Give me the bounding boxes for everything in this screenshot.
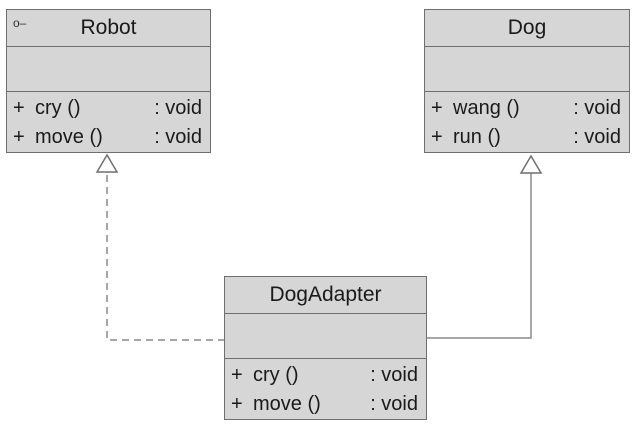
class-robot-header: o‒ Robot bbox=[7, 10, 210, 47]
operation-row: + move () : void bbox=[231, 390, 426, 419]
operation-signature: move () bbox=[253, 393, 321, 415]
operation-row: + cry () : void bbox=[231, 361, 426, 390]
class-dog-adapter[interactable]: DogAdapter + cry () : void + move () : v… bbox=[224, 276, 427, 420]
class-dog-operations: + wang () : void + run () : void bbox=[425, 92, 629, 152]
class-robot[interactable]: o‒ Robot + cry () : void + move () : voi… bbox=[6, 9, 211, 153]
operation-signature: move () bbox=[35, 126, 103, 148]
operation-signature: cry () bbox=[253, 364, 299, 386]
operation-return-type: : void bbox=[370, 364, 418, 386]
class-dog-adapter-operations: + cry () : void + move () : void bbox=[225, 359, 426, 419]
class-robot-name: Robot bbox=[80, 16, 137, 39]
operation-return-type: : void bbox=[573, 97, 621, 119]
class-robot-operations: + cry () : void + move () : void bbox=[7, 92, 210, 152]
visibility-marker: + bbox=[13, 97, 25, 119]
operation-signature: wang () bbox=[453, 97, 520, 119]
operation-row: + cry () : void bbox=[13, 94, 210, 123]
operation-return-type: : void bbox=[370, 393, 418, 415]
operation-return-type: : void bbox=[154, 97, 202, 119]
operation-return-type: : void bbox=[573, 126, 621, 148]
visibility-marker: + bbox=[231, 393, 243, 415]
operation-row: + move () : void bbox=[13, 123, 210, 152]
operation-return-type: : void bbox=[154, 126, 202, 148]
class-dog-attributes bbox=[425, 47, 629, 92]
generalization-line bbox=[425, 173, 532, 339]
realization-line bbox=[106, 172, 225, 341]
class-dog-header: Dog bbox=[425, 10, 629, 47]
operation-signature: cry () bbox=[35, 97, 81, 119]
class-dog-adapter-header: DogAdapter bbox=[225, 277, 426, 314]
visibility-marker: + bbox=[13, 126, 25, 148]
class-dog[interactable]: Dog + wang () : void + run () : void bbox=[424, 9, 630, 153]
visibility-marker: + bbox=[431, 97, 443, 119]
class-dog-adapter-attributes bbox=[225, 314, 426, 359]
class-dog-name: Dog bbox=[507, 16, 547, 39]
class-robot-attributes bbox=[7, 47, 210, 92]
interface-lollipop-icon: o‒ bbox=[13, 16, 27, 30]
operation-row: + wang () : void bbox=[431, 94, 629, 123]
class-dog-adapter-name: DogAdapter bbox=[269, 283, 382, 306]
generalization-arrowhead bbox=[519, 154, 543, 174]
visibility-marker: + bbox=[431, 126, 443, 148]
operation-row: + run () : void bbox=[431, 123, 629, 152]
operation-signature: run () bbox=[453, 126, 501, 148]
visibility-marker: + bbox=[231, 364, 243, 386]
realization-arrowhead bbox=[95, 153, 119, 173]
